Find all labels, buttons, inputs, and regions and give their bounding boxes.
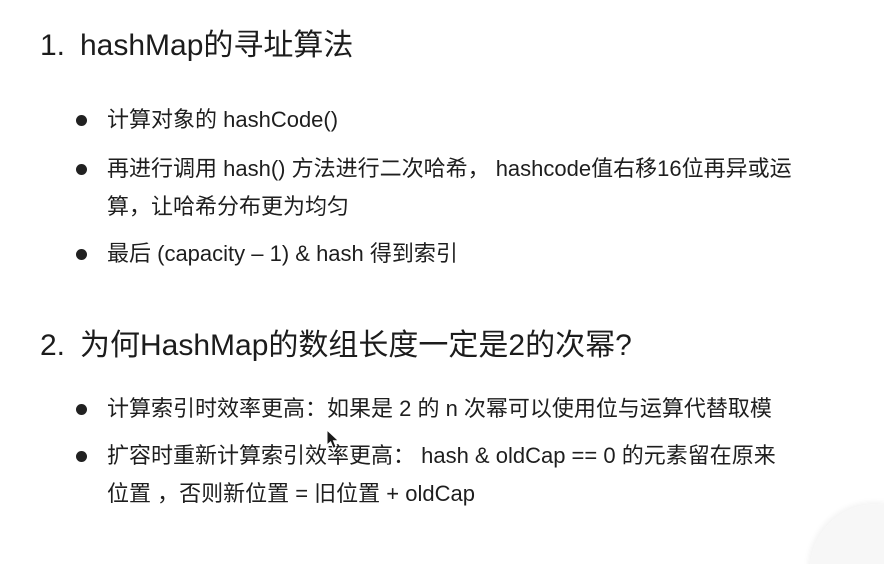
section-1-heading: 1. hashMap的寻址算法 bbox=[40, 28, 353, 64]
bullet-dot-icon bbox=[76, 404, 87, 415]
bullet-line: 再进行调用 hash() 方法进行二次哈希， hashcode值右移16位再异或… bbox=[107, 156, 792, 181]
watermark-circle bbox=[810, 504, 884, 564]
bullet-item: 计算对象的 hashCode() bbox=[76, 101, 338, 139]
bullet-item: 计算索引时效率更高：如果是 2 的 n 次幂可以使用位与运算代替取模 bbox=[76, 390, 772, 428]
bullet-line: 位置 ，否则新位置 = 旧位置 + oldCap bbox=[107, 481, 475, 506]
bullet-line: 计算索引时效率更高：如果是 2 的 n 次幂可以使用位与运算代替取模 bbox=[107, 396, 772, 421]
bullet-line: 算，让哈希分布更为均匀 bbox=[107, 194, 350, 219]
bullet-item: 最后 (capacity – 1) & hash 得到索引 bbox=[76, 235, 458, 273]
bullet-dot-icon bbox=[76, 451, 87, 462]
section-2-title: 为何HashMap的数组长度一定是2的次幂? bbox=[80, 329, 632, 362]
bullet-line: 最后 (capacity – 1) & hash 得到索引 bbox=[107, 241, 458, 266]
section-1-title: hashMap的寻址算法 bbox=[80, 29, 354, 62]
section-2-heading: 2. 为何HashMap的数组长度一定是2的次幂? bbox=[40, 328, 632, 364]
section-1-number: 1. bbox=[40, 29, 66, 62]
section-2-number: 2. bbox=[40, 329, 66, 362]
bullet-dot-icon bbox=[76, 164, 87, 175]
bullet-dot-icon bbox=[76, 115, 87, 126]
bullet-line: 扩容时重新计算索引效率更高： hash & oldCap == 0 的元素留在原… bbox=[107, 443, 776, 468]
bullet-dot-icon bbox=[76, 249, 87, 260]
bullet-line: 计算对象的 hashCode() bbox=[107, 107, 339, 132]
bullet-item: 扩容时重新计算索引效率更高： hash & oldCap == 0 的元素留在原… bbox=[76, 437, 776, 513]
bullet-item: 再进行调用 hash() 方法进行二次哈希， hashcode值右移16位再异或… bbox=[76, 150, 792, 226]
